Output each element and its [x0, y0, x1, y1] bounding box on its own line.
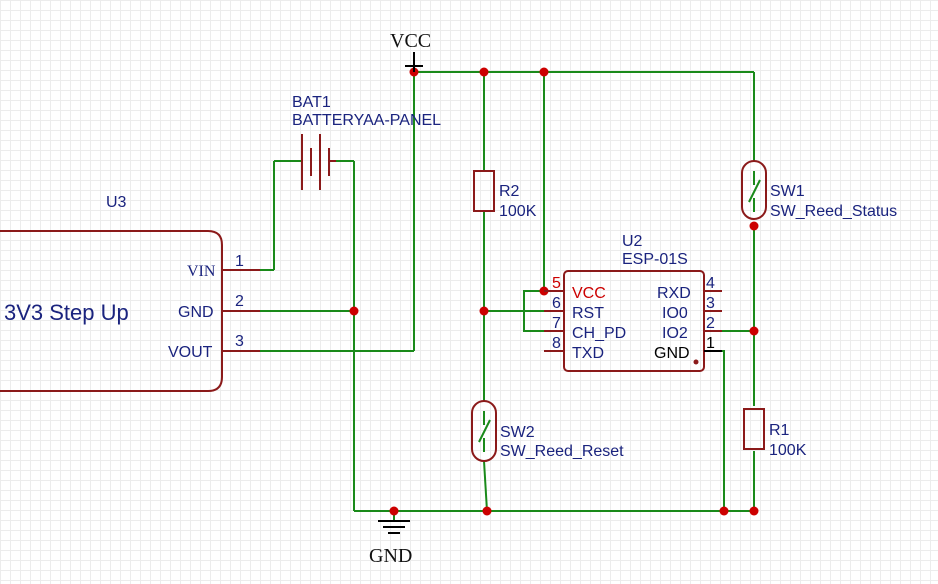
sw2-body — [471, 400, 497, 462]
wire-sw2-bottom — [483, 460, 488, 512]
junction-dot — [749, 506, 759, 516]
u2-pin1-marker — [693, 359, 699, 365]
u2-pin-num: 2 — [706, 315, 715, 332]
u3-pin-num: 1 — [235, 253, 244, 270]
u3-pin-num: 3 — [235, 333, 244, 350]
r1-ref: R1 — [769, 422, 790, 439]
junction-dot — [479, 306, 489, 316]
wire-ch-pd — [523, 290, 544, 332]
sw2-ref: SW2 — [500, 424, 535, 441]
sw1-contact-blade — [748, 179, 761, 203]
u2-pin-name: IO2 — [662, 325, 688, 342]
battery-bat1[interactable]: BAT1 BATTERYAA-PANEL — [292, 94, 441, 190]
module-u3[interactable]: U3 3V3 Step Up 1 2 3 VIN GND VOUT — [0, 194, 260, 392]
u2-pin-num: 6 — [552, 295, 561, 312]
u2-pin-num: 4 — [706, 275, 715, 292]
sw1-body — [741, 160, 767, 220]
u2-pin-num: 3 — [706, 295, 715, 312]
reed-switch-sw1[interactable]: SW1 SW_Reed_Status — [741, 160, 897, 220]
sw2-contact-blade — [478, 419, 491, 443]
u2-pin-num: 1 — [706, 335, 715, 352]
r2-ref: R2 — [499, 183, 520, 200]
u3-pin-name: VOUT — [168, 344, 213, 361]
junction-dot — [349, 306, 359, 316]
r1-value: 100K — [769, 442, 807, 459]
junction-dot — [749, 326, 759, 336]
u3-pin-name: VIN — [187, 263, 216, 280]
r1-body — [743, 408, 765, 450]
u2-pin-name: GND — [654, 345, 690, 362]
junction-dot — [719, 506, 729, 516]
reed-switch-sw2[interactable]: SW2 SW_Reed_Reset — [471, 400, 624, 462]
junction-dot — [539, 67, 549, 77]
junction-dot — [482, 506, 492, 516]
wire-u2-gnd — [722, 350, 725, 511]
u2-body — [563, 270, 705, 372]
resistor-r1[interactable]: R1 100K — [743, 408, 807, 459]
module-u2[interactable]: U2 ESP-01S 5 6 7 8 VCC RST CH_PD TXD 4 3… — [544, 233, 722, 372]
u2-pin-num: 7 — [552, 315, 561, 332]
u2-ref: U2 — [622, 233, 643, 250]
gnd-net-symbol[interactable]: GND — [369, 520, 412, 567]
vcc-net-symbol[interactable]: VCC — [390, 30, 431, 72]
u2-pin-name: VCC — [572, 285, 606, 302]
sw1-ref: SW1 — [770, 183, 805, 200]
u2-pin-num: 8 — [552, 335, 561, 352]
junction-dot — [389, 506, 399, 516]
u2-pin-name: IO0 — [662, 305, 688, 322]
sw1-value: SW_Reed_Status — [770, 203, 897, 220]
u3-ref: U3 — [106, 194, 127, 211]
u2-pin-name: RST — [572, 305, 604, 322]
u2-pin-name: RXD — [657, 285, 691, 302]
u3-title: 3V3 Step Up — [4, 300, 129, 325]
bat1-ref: BAT1 — [292, 94, 331, 111]
sw2-value: SW_Reed_Reset — [500, 443, 624, 460]
u2-pin-name: CH_PD — [572, 325, 626, 342]
u2-pin-num: 5 — [552, 275, 561, 292]
bat1-value: BATTERYAA-PANEL — [292, 112, 441, 129]
junction-dot — [749, 221, 759, 231]
resistor-r2[interactable]: R2 100K — [473, 170, 537, 220]
u2-pin-name: TXD — [572, 345, 604, 362]
vcc-label: VCC — [390, 30, 431, 52]
u2-value: ESP-01S — [622, 251, 688, 268]
gnd-label: GND — [369, 545, 412, 567]
u3-pin-name: GND — [178, 304, 214, 321]
r2-body — [473, 170, 495, 212]
u3-pin-num: 2 — [235, 293, 244, 310]
r2-value: 100K — [499, 203, 537, 220]
junction-dot — [479, 67, 489, 77]
wires — [260, 71, 755, 520]
